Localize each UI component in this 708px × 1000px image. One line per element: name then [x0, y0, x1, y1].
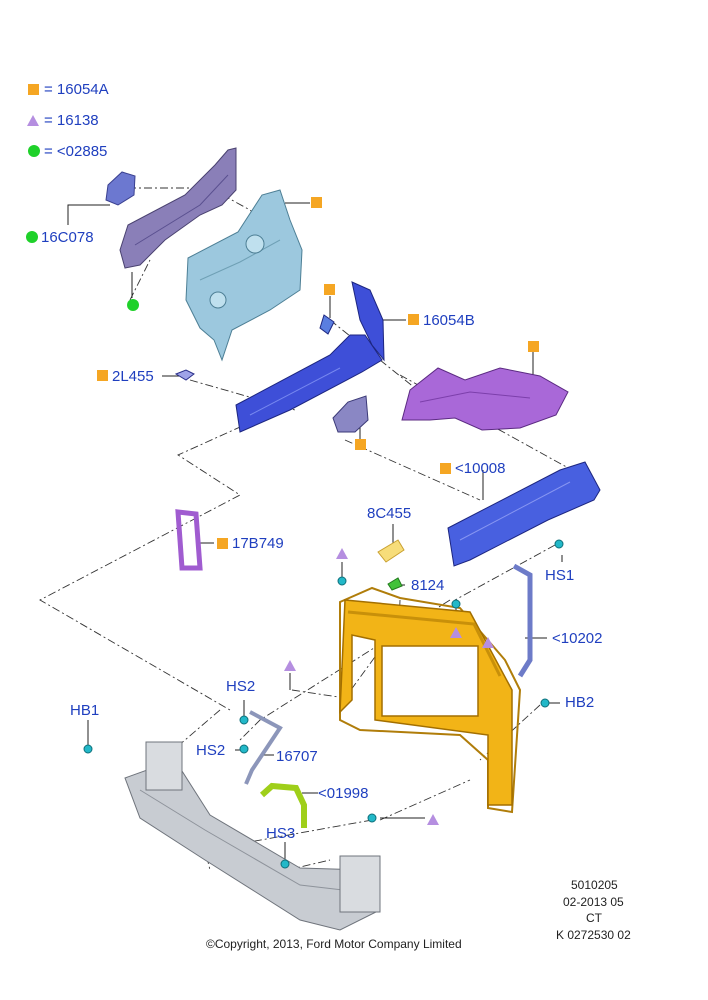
bracket-16707-part	[244, 710, 283, 785]
callout-01998: <01998	[318, 785, 369, 802]
marker-triangle-icon	[284, 660, 296, 671]
callout-16c078: 16C078	[41, 229, 94, 246]
marker-square-icon	[324, 284, 335, 295]
clips	[83, 539, 564, 869]
callout-17b749: 17B749	[232, 535, 284, 552]
legend-circle-icon	[28, 145, 40, 157]
callout-hb1: HB1	[70, 702, 100, 719]
side-member-part	[235, 281, 385, 433]
dash-lower-part	[401, 367, 569, 431]
marker-triangle-icon	[336, 548, 348, 559]
marker-triangle-icon	[482, 637, 494, 648]
part-8124	[387, 577, 403, 591]
marker-circle-icon	[127, 299, 139, 311]
marker-circle-icon	[26, 231, 38, 243]
legend-entry-16138: = 16138	[44, 112, 99, 129]
bracket-17b749-part	[175, 509, 203, 571]
clip-part	[174, 369, 195, 381]
footer-code-3: CT	[586, 911, 602, 925]
callout-8124: 8124	[411, 577, 445, 594]
callout-10202: <10202	[552, 630, 603, 647]
right-member-part	[447, 461, 601, 567]
callout-hs2-upper: HS2	[226, 678, 256, 695]
marker-square-icon	[440, 463, 451, 474]
callout-hs3: HS3	[266, 825, 296, 842]
bracket-01998-part	[259, 782, 307, 828]
bracket-part	[332, 395, 369, 433]
callout-16054b: 16054B	[423, 312, 475, 329]
footer-code-4: K 0272530 02	[556, 928, 631, 942]
legend-entry-02885: = <02885	[44, 143, 108, 160]
footer-code-1: 5010205	[571, 878, 618, 892]
footer-code-2: 02-2013 05	[563, 895, 624, 909]
brace-part	[512, 563, 533, 678]
part-8c455	[377, 539, 405, 563]
marker-square-icon	[408, 314, 419, 325]
marker-square-icon	[217, 538, 228, 549]
callout-8c455: 8C455	[367, 505, 412, 522]
callout-16707: 16707	[276, 748, 318, 765]
marker-square-icon	[355, 439, 366, 450]
radiator-support-part	[339, 586, 522, 814]
apron-reinforcement-part	[105, 147, 237, 269]
marker-square-icon	[311, 197, 322, 208]
bumper-beam-part	[124, 741, 381, 931]
legend-square-icon	[28, 84, 39, 95]
copyright-text: ©Copyright, 2013, Ford Motor Company Lim…	[206, 937, 462, 951]
marker-triangle-icon	[427, 814, 439, 825]
marker-triangle-icon	[450, 627, 462, 638]
callout-hb2: HB2	[565, 694, 595, 711]
wheelhouse-part	[185, 189, 303, 362]
callout-hs1: HS1	[545, 567, 575, 584]
legend-entry-16054a: = 16054A	[44, 81, 109, 98]
callout-2l455: 2L455	[112, 368, 154, 385]
callout-leaders	[67, 202, 563, 862]
callout-hs2-lower: HS2	[196, 742, 226, 759]
callout-10008: <10008	[455, 460, 506, 477]
marker-square-icon	[97, 370, 108, 381]
legend-triangle-icon	[27, 115, 39, 126]
marker-square-icon	[528, 341, 539, 352]
